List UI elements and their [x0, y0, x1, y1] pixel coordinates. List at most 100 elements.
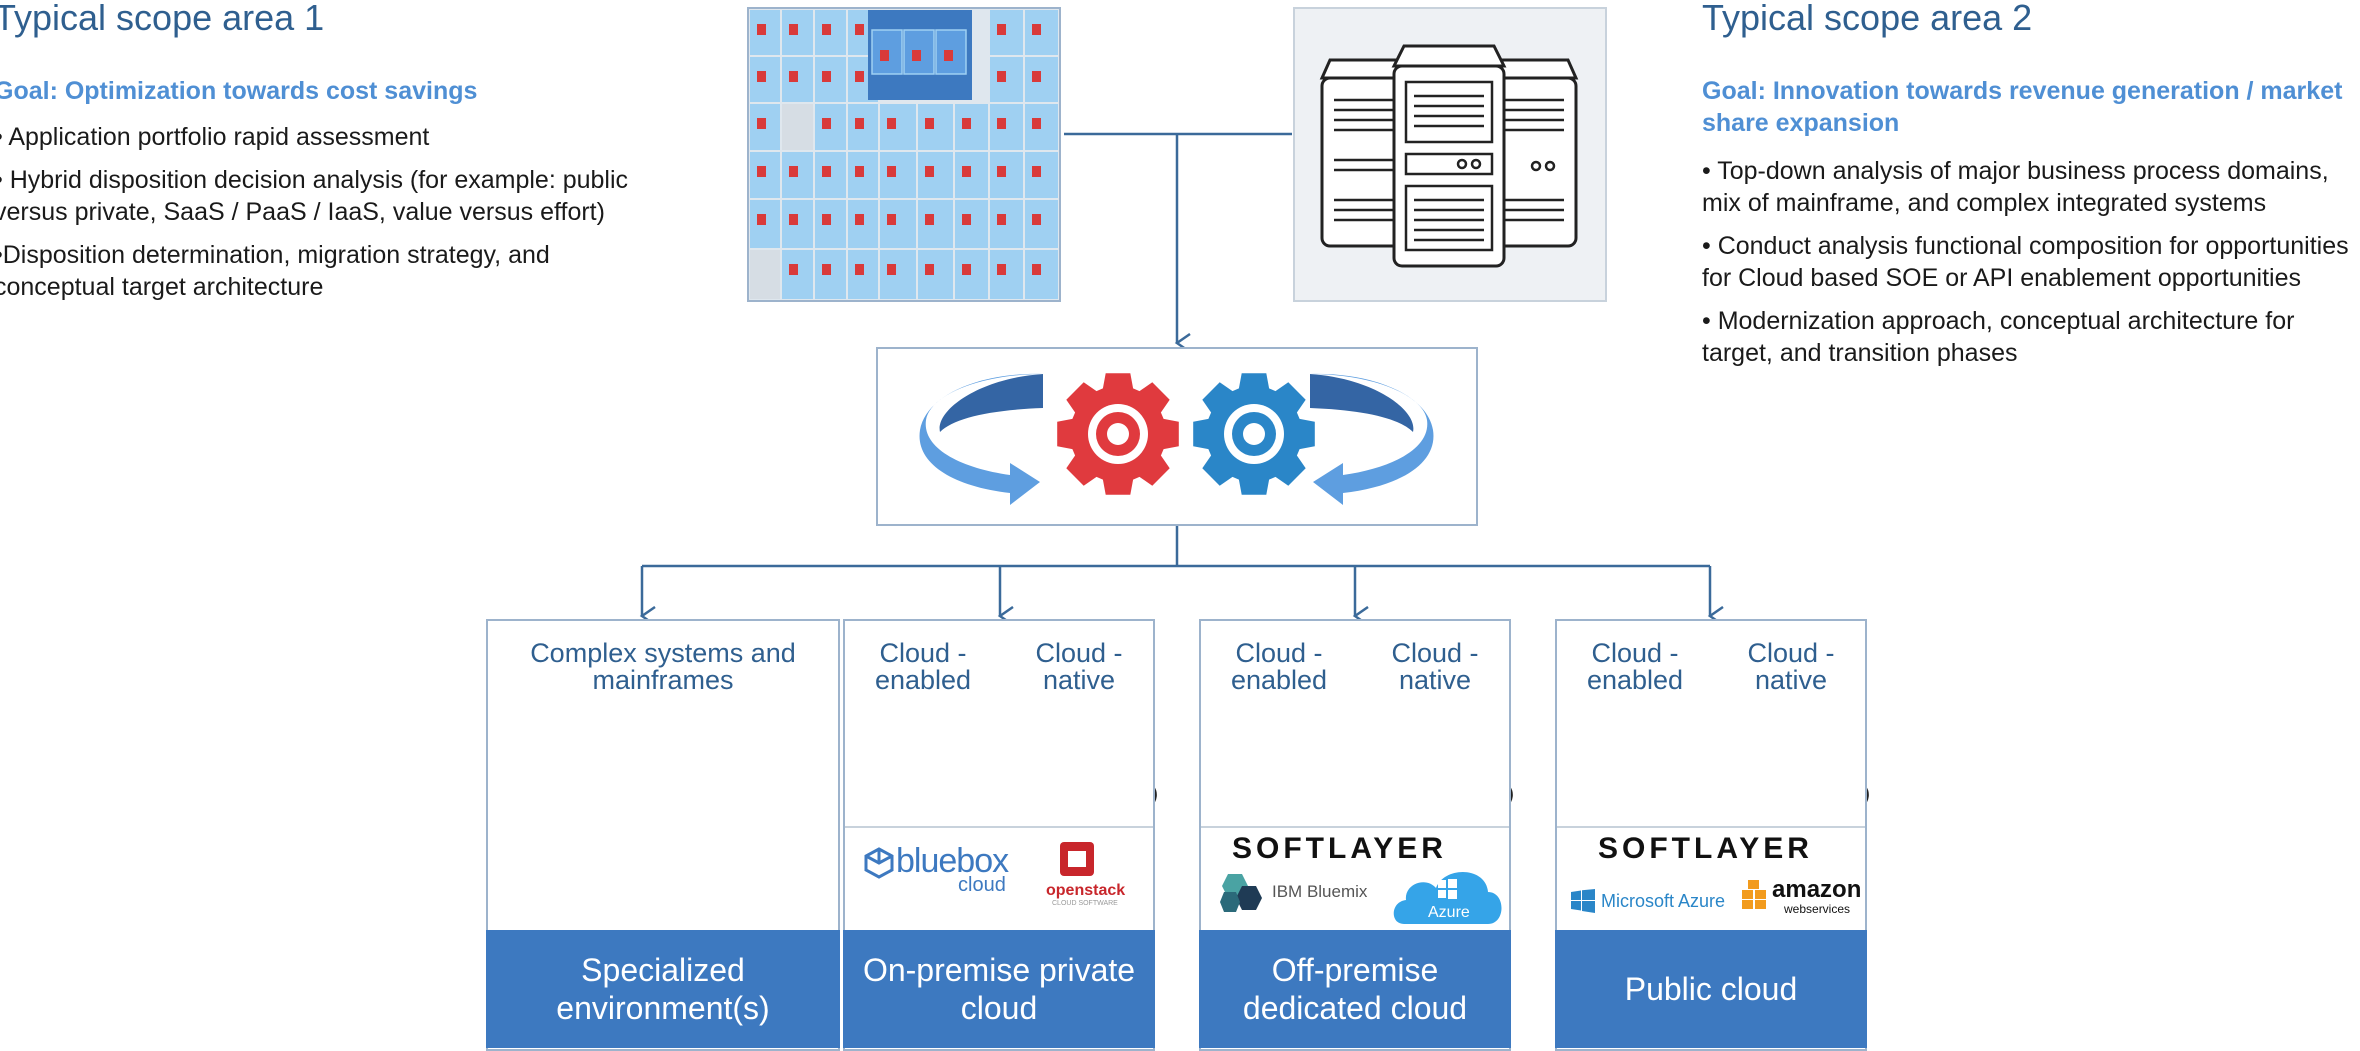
grid-marker	[925, 264, 934, 275]
windows-icon	[1571, 889, 1595, 913]
grid-marker	[887, 214, 896, 225]
grid-marker	[1032, 214, 1041, 225]
grid-marker	[822, 214, 831, 225]
grid-marker	[822, 118, 831, 129]
grid-cell	[880, 152, 916, 198]
grid-cell	[1025, 104, 1058, 150]
grid-marker	[757, 166, 766, 177]
grid-marker	[997, 166, 1006, 177]
grid-cell	[918, 152, 953, 198]
aws-boxes-icon	[1742, 880, 1766, 909]
grid-cell	[1025, 200, 1058, 248]
column-heading: Complex systems and mainframes	[530, 638, 796, 695]
cloud-native-heading: Cloud -native	[1747, 638, 1835, 695]
amazon-web-services-logo: amazon webservices	[1740, 876, 1862, 920]
grid-cell	[1025, 57, 1058, 102]
grid-marker	[887, 118, 896, 129]
grid-marker	[962, 214, 971, 225]
microsoft-azure-logo-text: Microsoft Azure	[1601, 891, 1726, 911]
scope-area-2-bullet: • Top-down analysis of major business pr…	[1702, 157, 2329, 217]
column-footer: Off-premise dedicated cloud	[1199, 930, 1511, 1048]
grid-marker	[757, 71, 766, 82]
application-portfolio-grid	[747, 7, 1061, 302]
grid-cell	[955, 250, 988, 299]
grid-marker	[855, 24, 864, 35]
grid-marker	[822, 166, 831, 177]
bluebox-logo-text: bluebox	[896, 842, 1009, 880]
grid-marker	[855, 264, 864, 275]
grid-marker	[789, 264, 798, 275]
bluemix-logo-text: IBM Bluemix	[1272, 882, 1368, 901]
grid-cell	[990, 250, 1023, 299]
grid-cell	[918, 200, 953, 248]
cloud-native-heading: Cloud -native	[1035, 638, 1123, 695]
grid-marker	[789, 71, 798, 82]
grid-marker	[822, 264, 831, 275]
grid-marker	[1032, 71, 1041, 82]
scope-area-2-title: Typical scope area 2	[1702, 0, 2033, 38]
grid-marker	[757, 24, 766, 35]
cloud-enabled-heading: Cloud -enabled	[1230, 638, 1328, 695]
azure-logo-text: Azure	[1428, 904, 1470, 921]
scope-area-1-bullet: •Disposition determination, migration st…	[0, 241, 550, 301]
grid-marker	[855, 71, 864, 82]
openstack-logo-text: openstack	[1046, 882, 1126, 899]
gear-icon	[1193, 373, 1315, 495]
gear-icon	[1057, 373, 1179, 495]
cloud-enabled-heading: Cloud -enabled	[1586, 638, 1684, 695]
scope-area-1-title: Typical scope area 1	[0, 0, 325, 38]
scope-area-2-bullet: • Modernization approach, conceptual arc…	[1702, 307, 2295, 367]
grid-marker	[925, 214, 934, 225]
column-footer: Public cloud	[1555, 930, 1867, 1048]
grid-marker	[855, 118, 864, 129]
divider	[1557, 826, 1865, 828]
grid-cell	[955, 104, 988, 150]
grid-marker	[1032, 24, 1041, 35]
grid-cell	[880, 250, 916, 299]
cycle-arrow-icon	[919, 373, 1434, 505]
grid-cell	[1025, 10, 1058, 55]
grid-cell	[990, 152, 1023, 198]
grid-marker	[925, 166, 934, 177]
grid-marker	[997, 118, 1006, 129]
grid-marker	[789, 214, 798, 225]
grid-cell	[955, 152, 988, 198]
scope-area-1-bullets: • Application portfolio rapid assessment…	[0, 121, 674, 314]
scope-area-1-bullet: • Application portfolio rapid assessment	[0, 123, 430, 151]
grid-marker	[855, 166, 864, 177]
server-rack-icon	[1320, 44, 1578, 268]
divider	[845, 826, 1153, 828]
grid-cell	[750, 250, 780, 299]
grid-marker	[962, 118, 971, 129]
grid-marker	[997, 214, 1006, 225]
softlayer-logo: SOFTLAYER	[1598, 832, 1813, 865]
grid-marker	[997, 24, 1006, 35]
softlayer-logo: SOFTLAYER	[1232, 832, 1447, 865]
cloud-enabled-heading: Cloud -enabled	[874, 638, 972, 695]
amazon-logo-text: amazon	[1772, 876, 1862, 903]
grid-marker	[855, 214, 864, 225]
scope-area-2-bullet: • Conduct analysis functional compositio…	[1702, 232, 2349, 292]
scope-area-2-goal: Goal: Innovation towards revenue generat…	[1702, 77, 2343, 137]
bluebox-logo-sub: cloud	[958, 874, 1006, 896]
azure-logo: Azure	[1390, 862, 1506, 926]
divider	[1201, 826, 1509, 828]
grid-marker	[962, 264, 971, 275]
grid-marker	[997, 264, 1006, 275]
cloud-native-heading: Cloud -native	[1391, 638, 1479, 695]
connector-lines	[642, 132, 1710, 616]
grid-cell	[782, 104, 813, 150]
grid-marker	[757, 118, 766, 129]
bluebox-cube-icon	[864, 847, 894, 879]
amazon-logo-sub: webservices	[1784, 902, 1851, 916]
grid-marker	[1032, 118, 1041, 129]
grid-marker	[757, 214, 766, 225]
grid-cell	[880, 104, 916, 150]
grid-cell	[1025, 152, 1058, 198]
grid-cell	[880, 200, 916, 248]
openstack-mark-icon	[1060, 842, 1094, 876]
grid-marker	[887, 166, 896, 177]
bluemix-hex-icon	[1220, 874, 1262, 912]
grid-marker	[822, 71, 831, 82]
